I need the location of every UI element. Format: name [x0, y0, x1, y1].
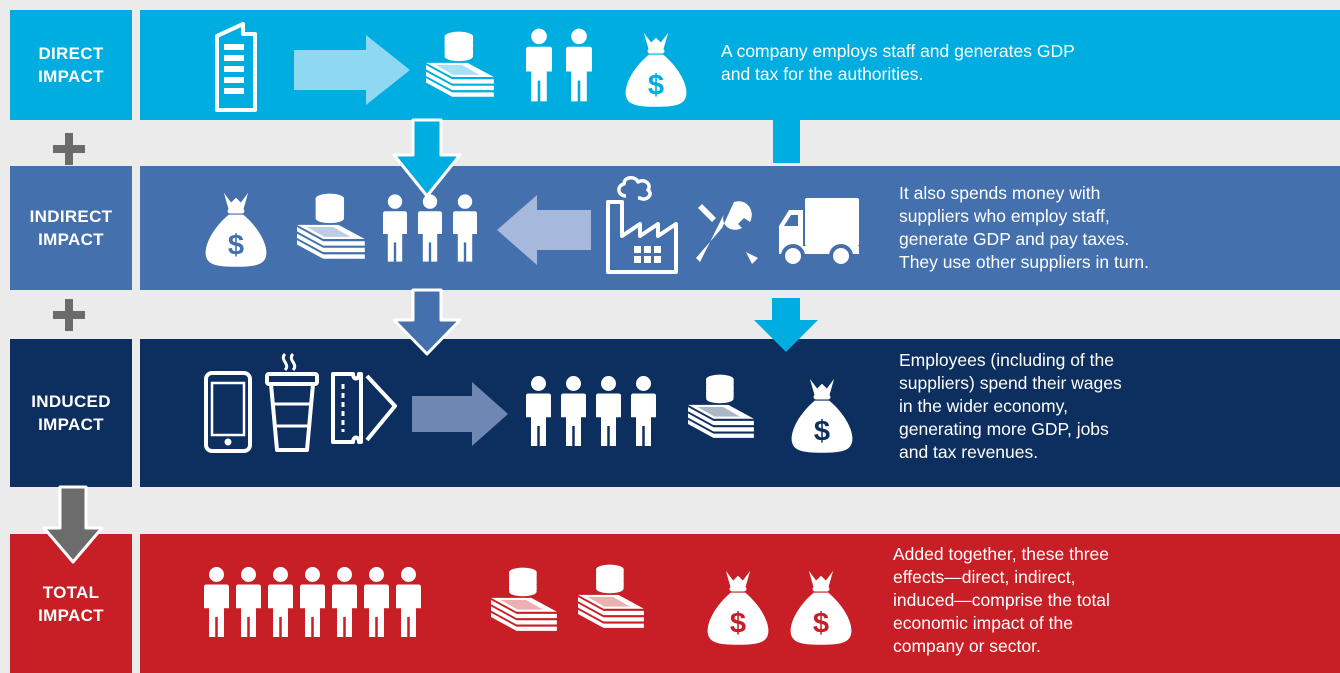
dollar-sign: $	[813, 608, 829, 640]
employee-icon	[364, 567, 389, 637]
money-stack-icon	[491, 567, 557, 631]
employee-icon	[596, 376, 621, 446]
dollar-sign: $	[648, 70, 664, 102]
tickets-icon	[331, 372, 397, 444]
money-bag-icon: $	[621, 28, 691, 108]
direct-impact-description: A company employs staff and generates GD…	[721, 41, 1075, 84]
employee-icon	[566, 28, 592, 102]
plus-icon	[53, 299, 85, 331]
employee-icon	[236, 567, 261, 637]
indirect-impact-description: It also spends money with suppliers who …	[899, 183, 1149, 272]
money-bag-icon: $	[201, 188, 271, 268]
dollar-sign: $	[228, 230, 244, 262]
connector-bar	[773, 120, 800, 163]
money-bag-icon: $	[786, 566, 856, 646]
total-impact-description: Added together, these three effects—dire…	[893, 544, 1110, 656]
employee-icon	[526, 28, 552, 102]
delivery-truck-icon	[779, 198, 859, 268]
money-stack-icon	[297, 193, 365, 259]
employee-icon	[268, 567, 293, 637]
wrench-screwdriver-icon	[696, 201, 758, 264]
induced-impact-description: Employees (including of the suppliers) s…	[899, 350, 1122, 462]
factory-icon	[606, 176, 678, 274]
employee-icon	[631, 376, 656, 446]
dollar-sign: $	[730, 608, 746, 640]
arrow-left-icon	[497, 195, 591, 265]
office-building-icon	[215, 22, 257, 112]
coffee-cup-icon	[265, 352, 319, 452]
employee-icon	[453, 194, 477, 262]
plus-icon	[53, 133, 85, 165]
employee-icon	[300, 567, 325, 637]
employee-icon	[204, 567, 229, 637]
money-stack-icon	[688, 374, 754, 438]
employee-icon	[383, 194, 407, 262]
money-stack-icon	[426, 31, 494, 97]
money-stack-icon	[578, 564, 644, 628]
employee-icon	[332, 567, 357, 637]
employee-icon	[561, 376, 586, 446]
employee-icon	[418, 194, 442, 262]
money-bag-icon: $	[703, 566, 773, 646]
employee-icon	[526, 376, 551, 446]
employee-icon	[396, 567, 421, 637]
dollar-sign: $	[814, 416, 830, 448]
arrow-right-icon	[294, 35, 410, 105]
money-bag-icon: $	[787, 374, 857, 454]
arrow-right-icon	[412, 382, 508, 446]
smartphone-icon	[204, 371, 252, 453]
